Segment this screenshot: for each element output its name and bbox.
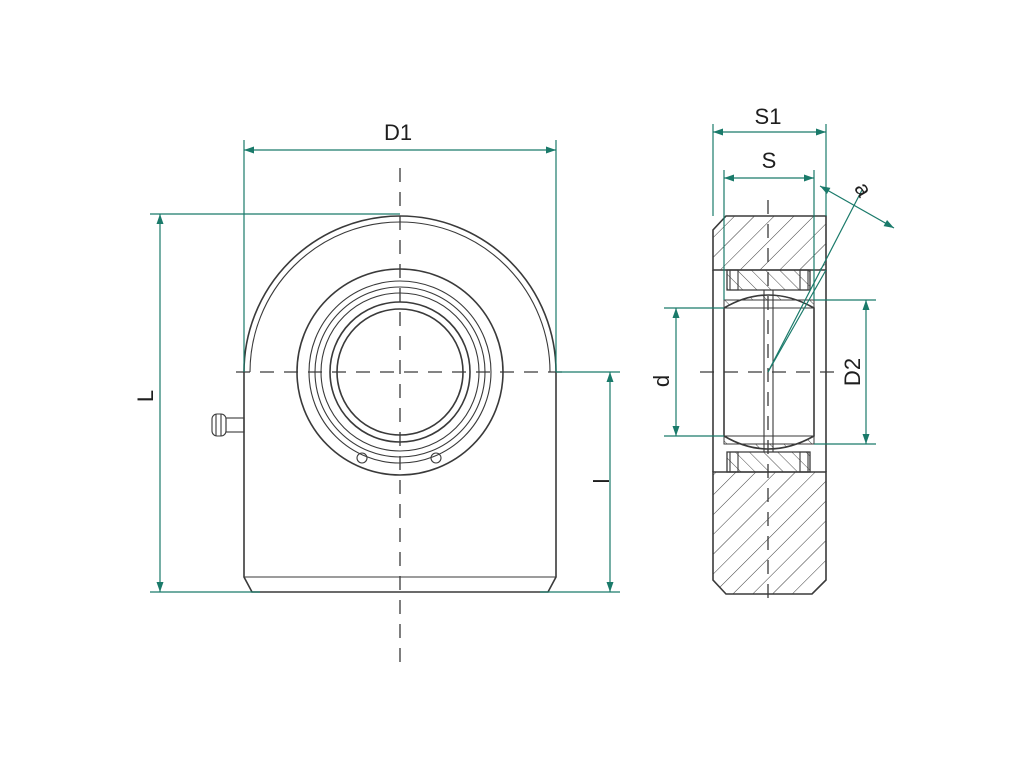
housing-section-top: [712, 215, 827, 271]
l-center-label: l: [589, 479, 614, 484]
a-dimension-line: [819, 185, 895, 229]
seal-bottom-right: [799, 451, 809, 473]
l-label: L: [133, 390, 158, 402]
seal-top-right: [799, 269, 809, 291]
housing-section-bottom: [712, 471, 827, 595]
bearing-outer-ring-bottom: [726, 451, 811, 473]
housing-outline: [243, 215, 557, 593]
retaining-hole-right: [430, 452, 442, 464]
s-label: S: [762, 148, 777, 173]
inner-ring-hatch-top: [723, 294, 815, 309]
retaining-hole-left: [356, 452, 368, 464]
dimensions: D1 L l S1 S a d D2: [133, 104, 895, 593]
seal-top-left: [729, 269, 739, 291]
d1-label: D1: [384, 120, 412, 145]
a-label: a: [849, 178, 877, 202]
tilt-line-2: [767, 269, 827, 373]
front-view: [211, 168, 566, 668]
d-label: d: [649, 375, 674, 387]
side-section-view: [700, 189, 863, 604]
inner-ring-hatch-bottom: [723, 435, 815, 450]
grease-nipple-icon: [211, 413, 245, 437]
d2-label: D2: [840, 358, 865, 386]
seal-bottom-left: [729, 451, 739, 473]
s1-label: S1: [755, 104, 782, 129]
